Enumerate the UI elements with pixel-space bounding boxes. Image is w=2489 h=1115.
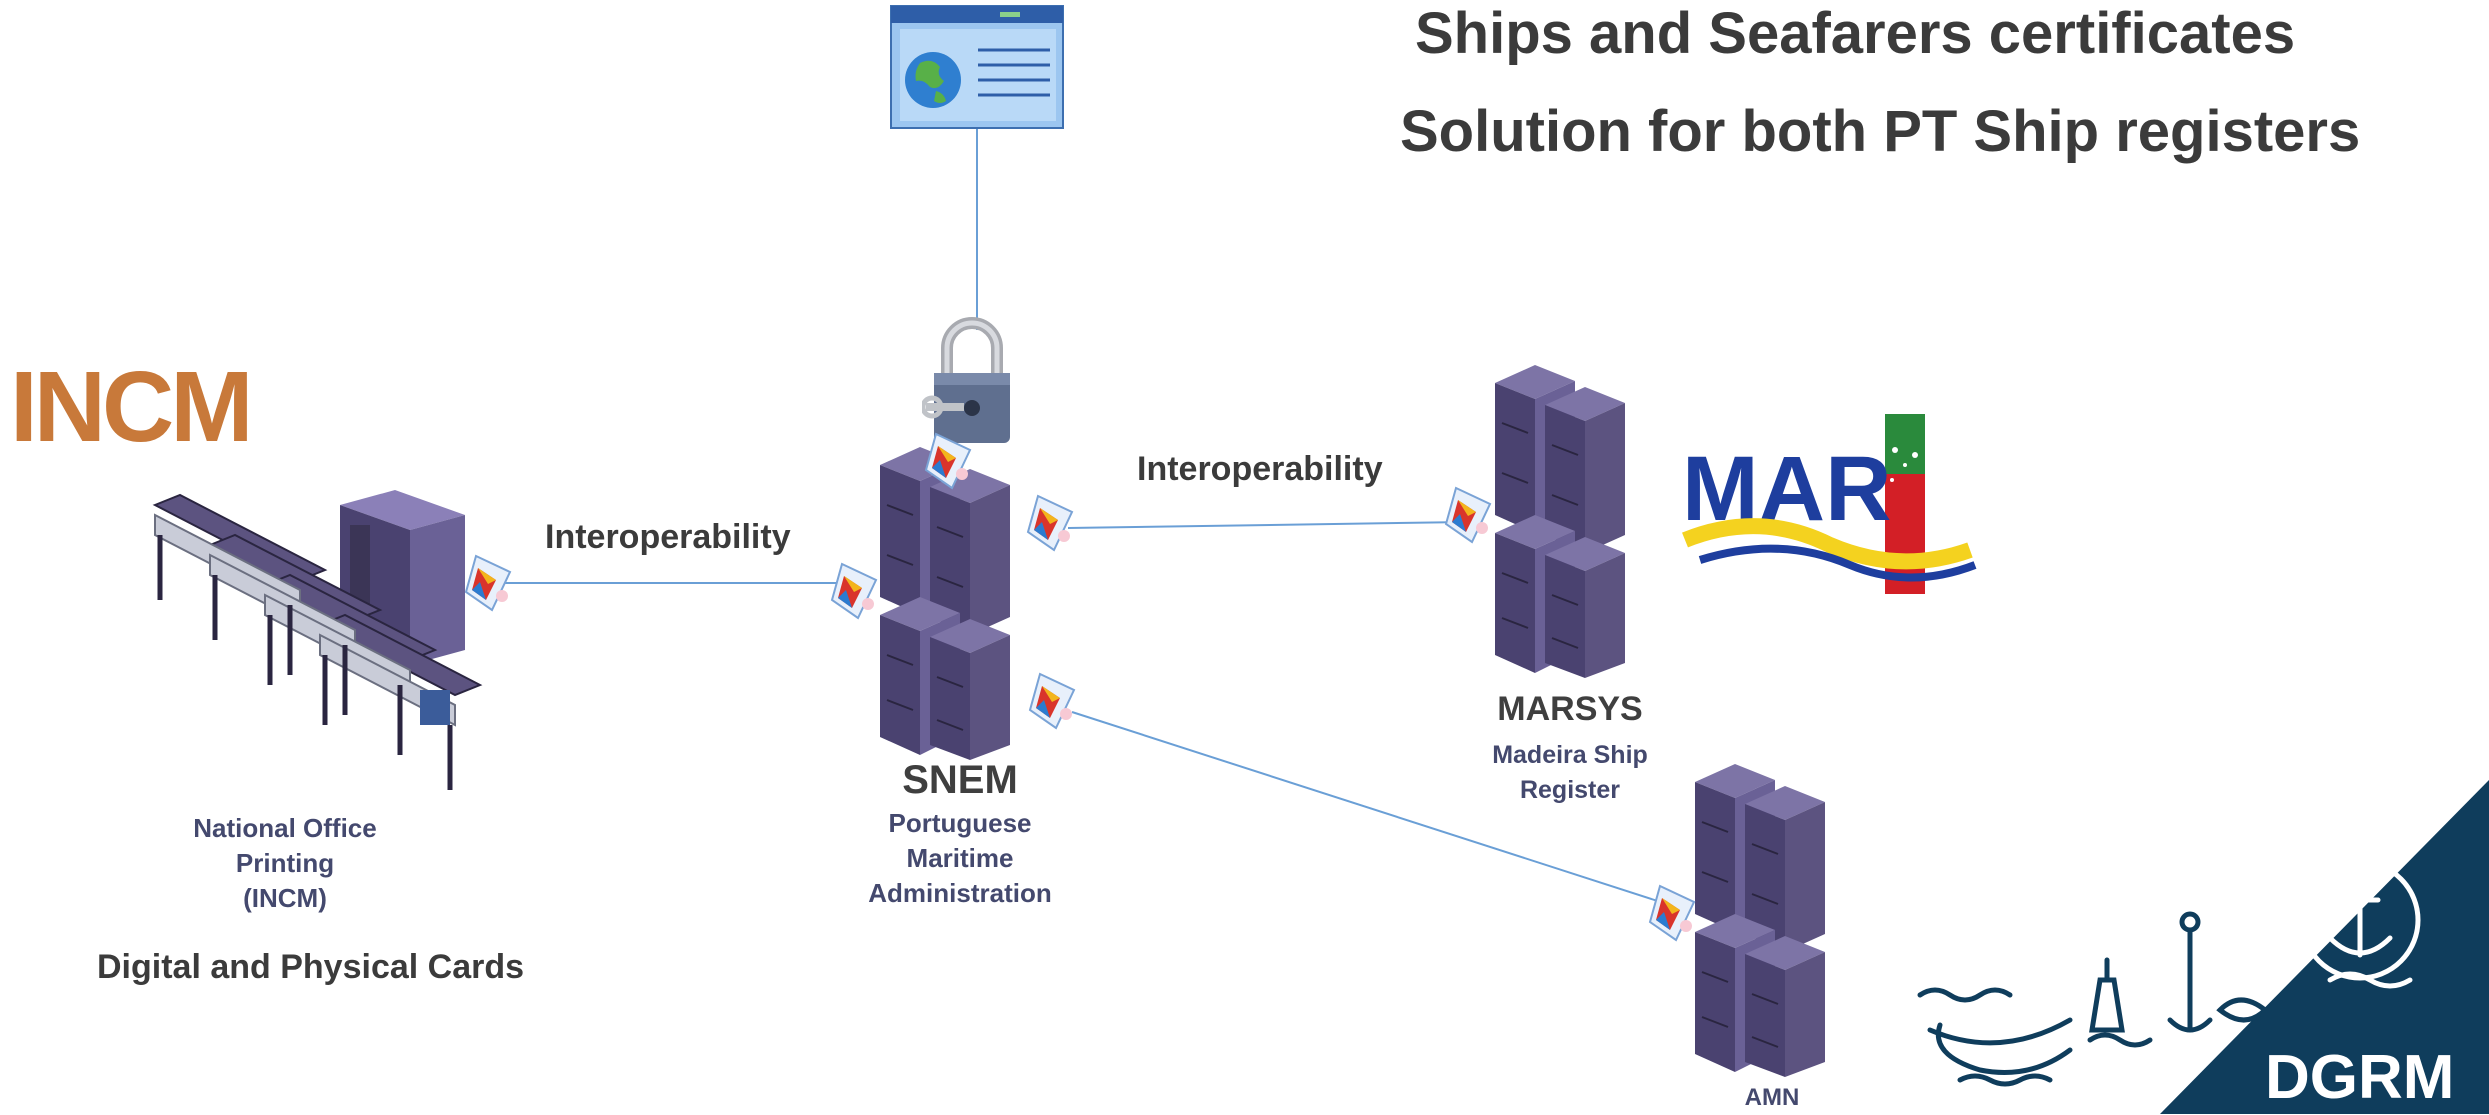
incm-description-line: (INCM) bbox=[243, 883, 327, 913]
mar-logo: MAR bbox=[1682, 414, 1977, 594]
interface-connector-icon bbox=[1648, 884, 1696, 942]
marsys-description-line: Madeira Ship bbox=[1492, 741, 1648, 769]
interface-connector-icon bbox=[1028, 672, 1076, 730]
snem-name: SNEM bbox=[902, 758, 1018, 802]
snem-description-line: Portuguese bbox=[888, 808, 1032, 838]
snem-description-line: Administration bbox=[868, 878, 1052, 908]
line-snem-to-amn bbox=[1071, 711, 1671, 906]
incm-description-line: National Office bbox=[193, 813, 377, 843]
incm-caption: Digital and Physical Cards bbox=[97, 948, 525, 986]
marsys-name: MARSYS bbox=[1497, 690, 1643, 728]
incm-logo: INCM bbox=[10, 351, 254, 463]
line-snem-to-marsys bbox=[1067, 521, 1468, 529]
lock-icon bbox=[922, 317, 1010, 443]
web-portal-icon bbox=[890, 5, 1064, 129]
amn-server-icon bbox=[1695, 764, 1825, 1077]
anchor-icon bbox=[2299, 859, 2421, 989]
dgrm-corner-triangle bbox=[2160, 780, 2489, 1114]
marsys-description-line: Register bbox=[1519, 776, 1621, 804]
interface-connector-icon bbox=[830, 562, 878, 620]
dgrm-logo-text: DGRM bbox=[2265, 1043, 2454, 1112]
incm-description: National Office Printing (INCM) bbox=[150, 811, 420, 916]
snem-description: Portuguese Maritime Administration bbox=[830, 806, 1090, 911]
printer-array-icon bbox=[152, 490, 483, 790]
title-line-2: Solution for both PT Ship registers bbox=[1400, 99, 2361, 164]
interface-connector-icon bbox=[924, 432, 972, 490]
amn-name: AMN bbox=[1744, 1084, 1800, 1111]
marsys-server-icon bbox=[1495, 365, 1625, 678]
interface-connector-icon bbox=[1026, 494, 1074, 552]
connection-label-incm-snem: Interoperability bbox=[545, 518, 791, 556]
incm-description-line: Printing bbox=[235, 848, 335, 878]
snem-description-line: Maritime bbox=[906, 843, 1014, 873]
title-line-1: Ships and Seafarers certificates bbox=[1415, 1, 2296, 66]
marsys-description: Madeira Ship Register bbox=[1440, 738, 1700, 808]
connection-label-snem-marsys: Interoperability bbox=[1137, 450, 1383, 488]
snem-server-icon bbox=[880, 447, 1010, 760]
dgrm-branding: DGRM bbox=[1917, 780, 2489, 1114]
interface-connector-icon bbox=[1444, 486, 1492, 544]
interface-connector-icon bbox=[464, 554, 512, 612]
